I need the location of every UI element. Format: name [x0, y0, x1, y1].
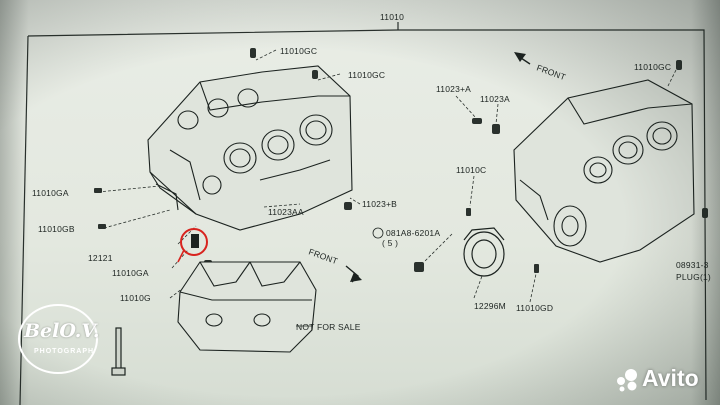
front-label-right: FRONT: [535, 62, 567, 82]
label-11010gc-b: 11010GC: [348, 70, 385, 80]
long-bolt: [111, 327, 126, 376]
label-bolt: 081A8-6201A: [386, 228, 440, 238]
front-arrow-left: [345, 265, 362, 283]
label-plug: PLUG(1): [676, 272, 711, 282]
label-not-for-sale: NOT FOR SALE: [296, 322, 361, 332]
label-bolt-qty: ( 5 ): [382, 238, 398, 248]
label-11010gb: 11010GB: [38, 224, 75, 234]
label-11010gc-a: 11010GC: [280, 46, 317, 56]
label-11023a: 11023A: [480, 94, 510, 104]
watermark-name: BelO.V.: [24, 320, 100, 342]
leader-lines-right: [423, 69, 677, 303]
label-11010ga-bottom: 11010GA: [112, 268, 149, 278]
bolt-circle-mark: [372, 227, 384, 239]
avito-logo: Avito: [614, 365, 714, 393]
label-11010c: 11010C: [456, 165, 486, 175]
photographer-watermark: BelO.V. PHOTOGRAPH: [10, 300, 116, 374]
highlighted-sensor: [177, 228, 208, 263]
label-12296m: 12296M: [474, 301, 506, 311]
bearing-ladder: [177, 261, 317, 353]
avito-wordmark: Avito: [642, 365, 699, 391]
main-part-number: 11010: [380, 12, 404, 22]
watermark-subtitle: PHOTOGRAPH: [34, 348, 95, 355]
engine-block-right: [513, 79, 695, 263]
watermark-circle: [18, 304, 98, 374]
label-12121: 12121: [88, 253, 113, 263]
part-labels: 11010GC 11010GC 11010GC 11010GA 11010GB …: [32, 46, 711, 332]
label-11023a-plus: 11023+A: [436, 84, 471, 94]
label-11010gd: 11010GD: [516, 303, 553, 313]
front-label-left: FRONT: [307, 246, 339, 266]
engine-block-left: [147, 65, 353, 231]
label-plug-code: 08931-3: [676, 260, 709, 270]
label-11010g: 11010G: [120, 293, 151, 303]
avito-dots-icon: [617, 369, 637, 392]
label-11010ga-top: 11010GA: [32, 188, 69, 198]
label-11023b: 11023+B: [362, 199, 397, 209]
small-parts-right: [414, 60, 708, 273]
leader-lines-left: [97, 49, 361, 299]
label-11010gc-c: 11010GC: [634, 62, 671, 72]
rear-oil-seal: [463, 227, 505, 277]
front-arrow-right: [514, 52, 531, 65]
label-11023aa: 11023AA: [268, 207, 304, 217]
